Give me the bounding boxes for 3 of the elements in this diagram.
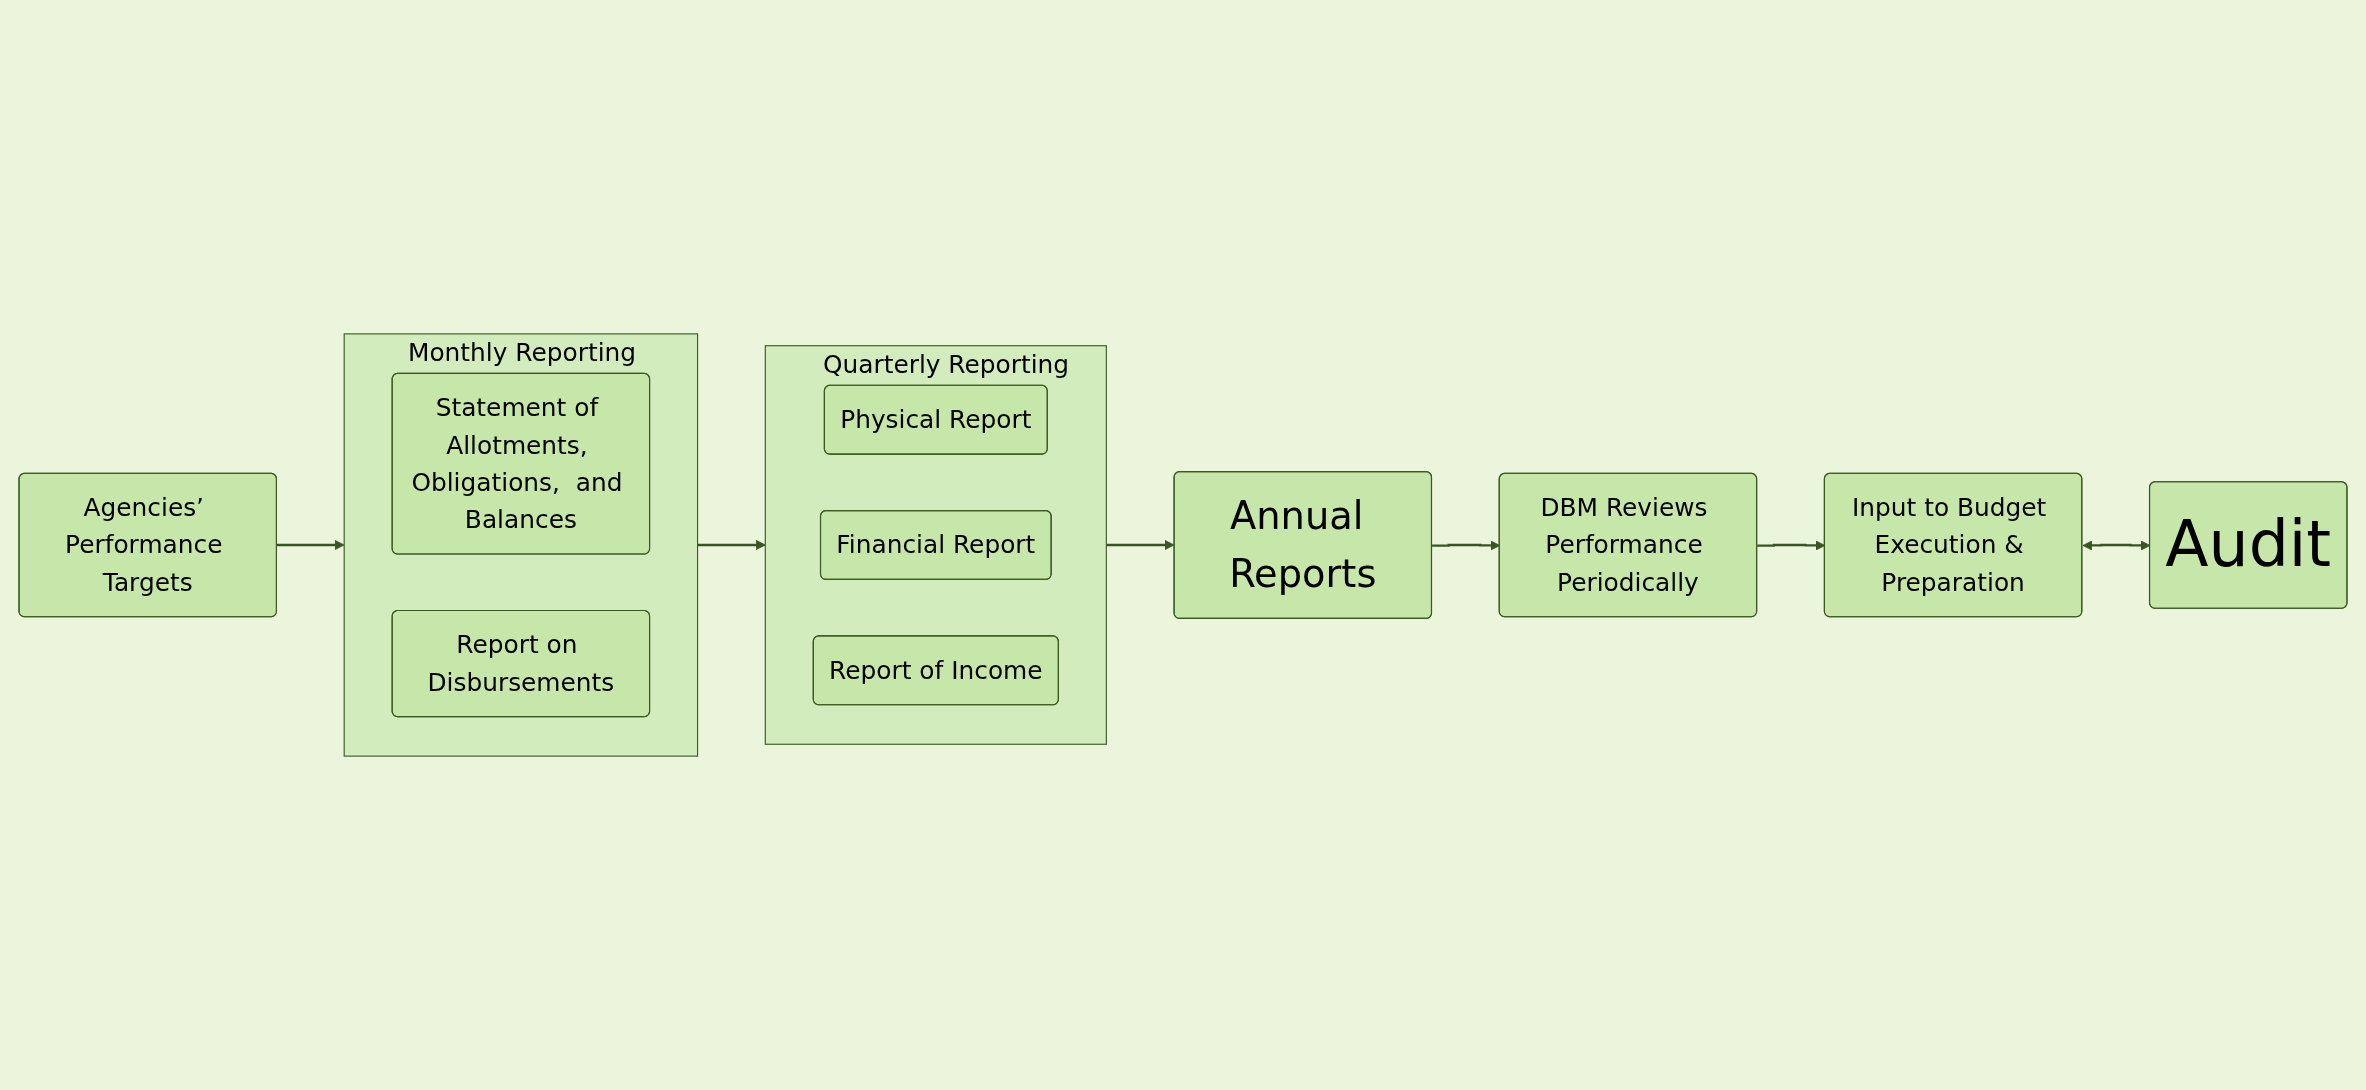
arrow bbox=[1106, 540, 1175, 550]
arrow bbox=[276, 540, 345, 550]
arrow bbox=[697, 540, 766, 550]
